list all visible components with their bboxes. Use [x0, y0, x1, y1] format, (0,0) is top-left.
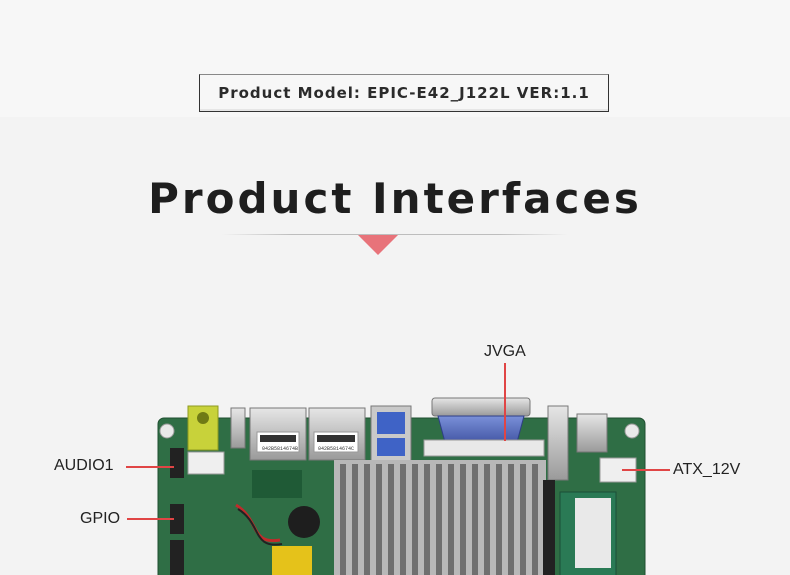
lan-port-2: [308, 407, 366, 461]
callout-gpio-label: GPIO: [80, 510, 121, 527]
section-title: Product Interfaces: [148, 174, 642, 223]
callout-gpio-line: [127, 518, 174, 520]
callout-jvga-line: [504, 363, 506, 441]
lan-label-2: 042B5814674C: [318, 446, 354, 452]
callout-atx-line: [622, 469, 670, 471]
callout-atx-label: ATX_12V: [673, 461, 741, 478]
product-model-box: Product Model: EPIC-E42_J122L VER:1.1: [199, 74, 609, 112]
title-divider: [222, 234, 568, 235]
product-model-text: Product Model: EPIC-E42_J122L VER:1.1: [218, 84, 590, 102]
callout-jvga-label: JVGA: [484, 343, 526, 360]
callout-audio1-label: AUDIO1: [54, 457, 114, 474]
callout-audio1-line: [126, 466, 174, 468]
lan-port-1: [249, 407, 307, 461]
down-arrow-icon: [358, 235, 398, 255]
audio-jack: [187, 405, 219, 451]
lan-label-1: 042B5814674B: [262, 446, 298, 452]
